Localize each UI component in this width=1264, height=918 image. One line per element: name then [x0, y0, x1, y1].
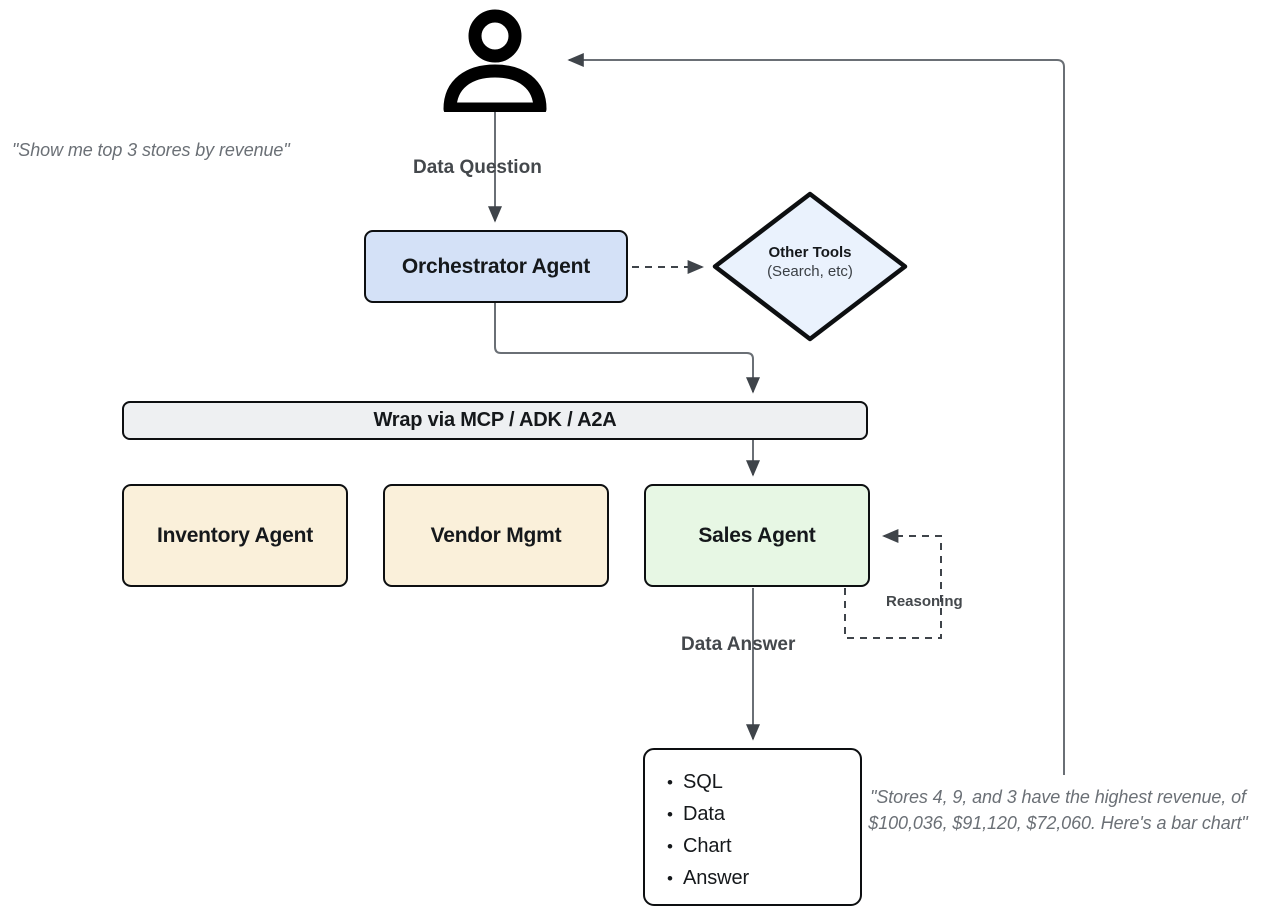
node-inventory-agent[interactable]: Inventory Agent [122, 484, 348, 587]
node-wrapper-bar-label: Wrap via MCP / ADK / A2A [373, 409, 617, 431]
node-orchestrator-agent[interactable]: Orchestrator Agent [364, 230, 628, 303]
list-item: SQL [667, 766, 860, 798]
edge-label-data-question: Data Question [413, 157, 542, 178]
list-item: Data [667, 798, 860, 830]
list-item: Chart [667, 830, 860, 862]
edge-label-reasoning: Reasoning [886, 593, 963, 610]
node-vendor-mgmt[interactable]: Vendor Mgmt [383, 484, 609, 587]
list-item: Answer [667, 862, 860, 894]
node-output-artifacts[interactable]: SQL Data Chart Answer [643, 748, 862, 906]
output-artifact-list: SQL Data Chart Answer [645, 750, 860, 894]
user-person-icon [443, 9, 547, 112]
node-sales-agent[interactable]: Sales Agent [644, 484, 870, 587]
agent-answer-quote: "Stores 4, 9, and 3 have the highest rev… [868, 787, 1248, 834]
user-question-quote: "Show me top 3 stores by revenue" [12, 140, 290, 160]
node-other-tools-title: Other Tools [768, 244, 852, 261]
node-sales-agent-label: Sales Agent [698, 523, 816, 547]
node-vendor-mgmt-label: Vendor Mgmt [430, 523, 562, 547]
node-inventory-agent-label: Inventory Agent [156, 523, 314, 547]
edge-label-data-answer: Data Answer [681, 634, 796, 655]
node-other-tools-shape[interactable] [710, 189, 910, 344]
node-other-tools-subtitle: (Search, etc) [767, 263, 853, 281]
node-orchestrator-agent-label: Orchestrator Agent [401, 254, 591, 278]
node-wrapper-bar[interactable]: Wrap via MCP / ADK / A2A [122, 401, 868, 440]
node-other-tools: Other Tools (Search, etc) [710, 243, 910, 281]
